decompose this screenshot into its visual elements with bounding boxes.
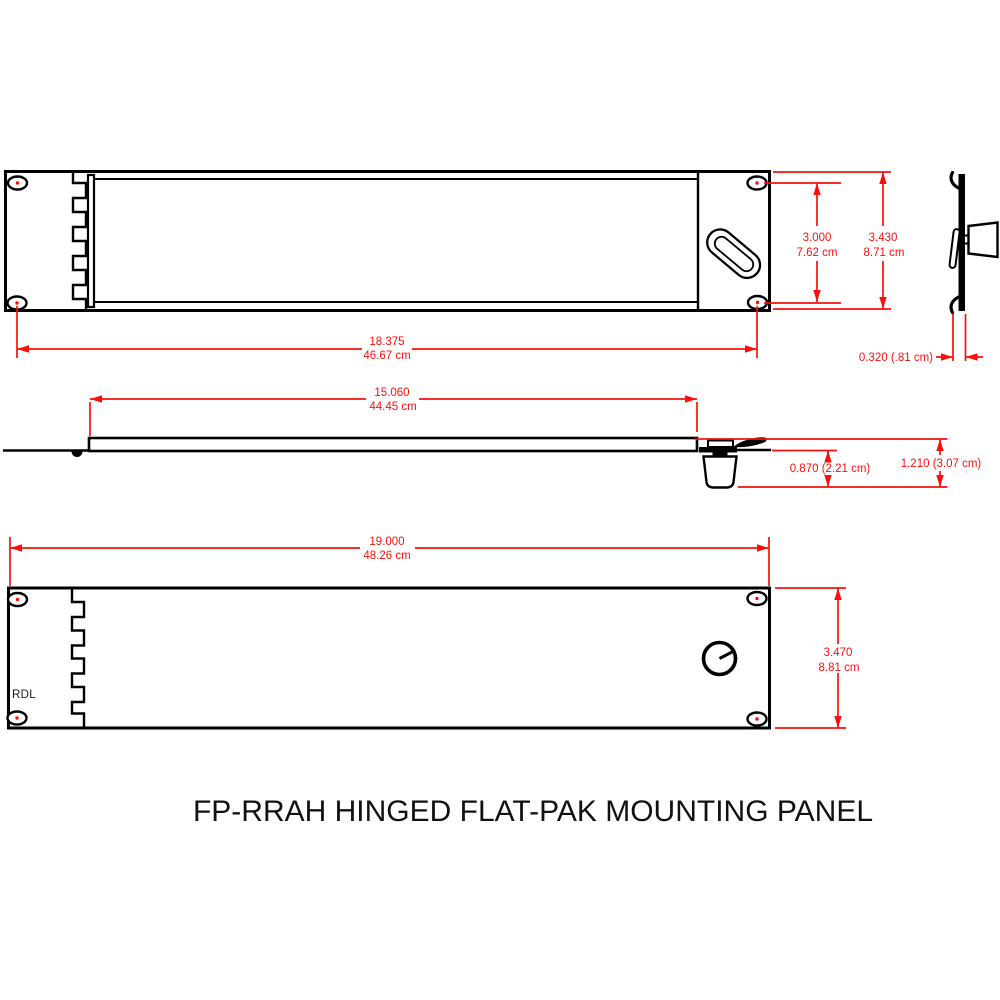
lever-inner [713, 235, 755, 273]
latch-base [707, 439, 734, 448]
knob-pointer [718, 649, 735, 660]
dim-text-hinged-width-cm: 44.45 cm [369, 401, 416, 413]
dim-mounting-hole-span: 18.375 46.67 cm [16, 306, 758, 362]
dim-text-rack-width-in: 19.000 [369, 536, 404, 548]
brand-label: RDL [12, 689, 36, 701]
bottom-flange-hook [949, 295, 961, 315]
hinged-leaf-edge [86, 173, 96, 309]
hole-center-mark [755, 300, 760, 305]
hinge-knuckle-line [71, 173, 88, 309]
dim-hole-vertical: 3.000 7.62 cm [764, 182, 841, 304]
hole-center-mark [755, 596, 759, 601]
hinge-knuckle-line [70, 589, 86, 727]
hole-center-mark [15, 301, 19, 305]
front-view: RDL [6, 586, 771, 730]
dim-text-total-drop: 1.210 (3.07 cm) [901, 458, 982, 470]
dim-rack-height: 3.470 8.81 cm [775, 587, 860, 729]
dim-text-rack-width-cm: 48.26 cm [363, 550, 410, 562]
panel-bar [87, 436, 699, 453]
dim-text-hole-vertical-cm: 7.62 cm [797, 247, 838, 259]
dim-hinged-width: 15.060 44.45 cm [89, 387, 698, 436]
hinge-pin [71, 451, 83, 457]
latch-plate [699, 447, 737, 453]
dim-text-panel-height-cm: 8.71 cm [864, 247, 905, 259]
knob-neck [712, 452, 728, 457]
dim-text-panel-height-in: 3.430 [869, 232, 898, 244]
top-flange-hook [949, 170, 961, 190]
rear-view [4, 170, 771, 312]
front-panel-outline [7, 586, 771, 730]
hole-center-mark [15, 716, 19, 720]
dim-knob-drop: 0.870 (2.21 cm) [772, 449, 871, 487]
dim-text-thickness: 0.320 (.81 cm) [859, 352, 933, 364]
rear-panel-outline [4, 170, 771, 312]
dim-rack-width: 19.000 48.26 cm [9, 536, 770, 586]
dim-text-hole-span-cm: 46.67 cm [363, 350, 410, 362]
drawing-title: FP-RRAH HINGED FLAT-PAK MOUNTING PANEL [193, 795, 873, 828]
dim-panel-height: 3.430 8.71 cm [773, 171, 905, 310]
dim-text-knob-drop: 0.870 (2.21 cm) [790, 463, 871, 475]
lever-outer [706, 228, 762, 280]
panel-edge-bar [958, 174, 965, 311]
dim-text-hole-vertical-in: 3.000 [803, 232, 832, 244]
dim-text-hole-span-in: 18.375 [369, 336, 404, 348]
dim-text-hinged-width-in: 15.060 [374, 387, 409, 399]
hole-center-mark [755, 181, 759, 185]
dim-thickness: 0.320 (.81 cm) [859, 314, 983, 364]
knob-side [702, 455, 738, 489]
side-profile-view [948, 170, 999, 315]
edge-view [3, 436, 771, 489]
knob-stem [965, 234, 969, 245]
dim-text-rack-height-in: 3.470 [824, 647, 853, 659]
dim-total-drop: 1.210 (3.07 cm) [695, 438, 982, 488]
latch-lever-profile-shape [948, 228, 961, 269]
knob-profile [967, 221, 999, 259]
hole-center-mark [755, 717, 759, 721]
latch-thumb-lever [706, 228, 762, 280]
dim-text-rack-height-cm: 8.81 cm [819, 662, 860, 674]
latch-lever-profile [948, 228, 961, 269]
hole-center-mark [15, 597, 20, 602]
hole-center-mark [15, 181, 20, 185]
